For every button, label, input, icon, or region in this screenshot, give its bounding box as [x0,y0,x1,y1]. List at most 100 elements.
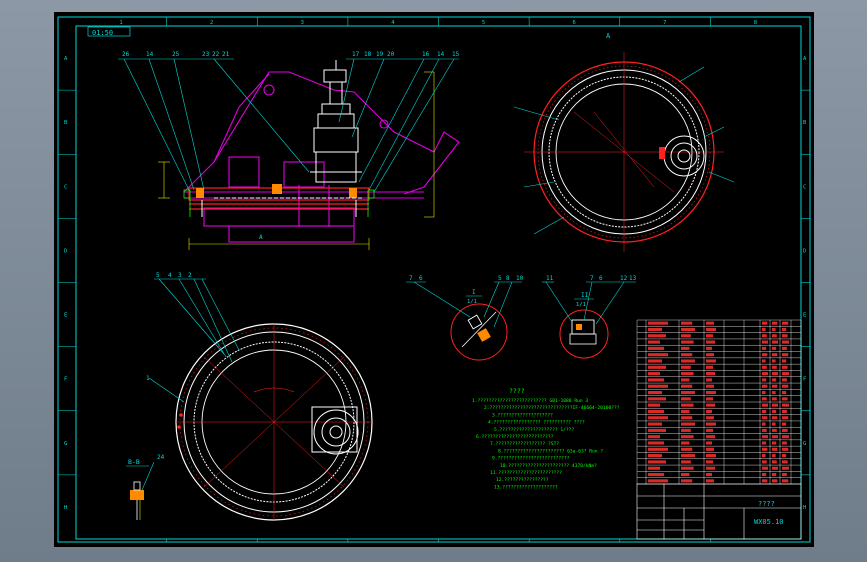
detail-ii-callout: 13 [629,275,637,282]
border-letter-right: C [803,184,806,190]
border-letter-right: H [803,505,806,511]
border-letter-left: E [64,313,67,319]
tech-notes-list: 1.????????????????????????? GB1-1088 Run… [472,398,620,490]
detail-ii-callout: 6 [599,275,603,282]
callout-top-label: 17 [352,51,360,58]
scale-label: 01:50 [92,29,113,37]
tech-note: 4.????????????????? ?????????? ???? [488,420,585,426]
section-b-b: B-B 24 [126,454,165,520]
border-letter-right: G [803,441,806,447]
parts-row [648,403,789,407]
plan-view-ring [148,278,373,521]
callout-bottom-label: 2 [188,272,192,279]
parts-row [648,353,789,357]
border-number-top: 5 [482,20,485,26]
parts-row [648,409,787,414]
view-a-label: A [606,32,611,40]
detail-i-callout: 10 [516,275,524,282]
parts-row [648,346,787,350]
view-a-ring-plan: A [513,32,735,252]
border-number-top: 6 [572,20,575,26]
detail-ii-callout: 7 [590,275,594,282]
callout-top-label: 15 [452,51,460,58]
callout-top-label: 16 [422,51,430,58]
border-number-top: 1 [119,20,122,26]
detail-i-scale: 1/1 [467,299,477,305]
callout-top-label: 20 [387,51,395,58]
tech-note: 11.??????????????????????? [490,470,562,476]
callout-top-label: 19 [376,51,384,58]
technical-requirements: ???? 1.????????????????????????? GB1-108… [472,387,620,490]
callout-top-label: 18 [364,51,372,58]
detail-i-label: I [472,289,476,296]
tech-title: ???? [509,387,525,395]
border-letter-left: D [64,248,67,254]
parts-row [648,334,788,338]
border-letter-right: F [803,377,806,383]
border-number-top: 7 [663,20,666,26]
border-letter-left: C [64,184,67,190]
parts-row [648,479,789,483]
parts-row [648,378,787,382]
border-letter-left: B [64,120,68,126]
border-letter-right: D [803,248,806,254]
detail-i-callout: 6 [419,275,423,282]
parts-row [648,321,789,325]
tech-note: 10.?????????????????????? 4370/kNm? [500,463,597,469]
callout-top-label: 14 [146,51,154,58]
section-mark-a: A [259,234,263,241]
callout-top-label: 22 [212,51,220,58]
tech-note: 13.???????????????????? [494,484,558,490]
scale-label-box: 01:50 [87,26,131,37]
tech-note: 12.???????????????? [496,477,549,483]
parts-row [648,435,789,439]
tech-note: 1.????????????????????????? GB1-1088 Run… [472,398,588,404]
callout-top-label: 25 [172,51,180,58]
callout-section: 24 [157,454,165,461]
detail-ii-callout: 11 [546,275,554,282]
callout-top-label: 21 [222,51,230,58]
section-label: B-B [128,458,140,466]
border-letter-left: A [64,56,68,62]
parts-row [648,428,788,432]
parts-row [648,390,787,395]
callout-bottom-label: 5 [156,272,160,279]
border-letter-left: G [64,441,67,447]
parts-row [648,472,787,477]
parts-row [648,441,787,445]
callout-top-label: 14 [437,51,445,58]
tech-note: 6.?????????????????????????? [476,434,554,440]
callout-bottom-label: 4 [168,272,172,279]
parts-row [648,397,788,401]
border-number-top: 2 [210,20,213,26]
border-letter-right: B [803,120,807,126]
detail-i-callout: 8 [506,275,510,282]
tech-note: 5.????????????????????? 1/??? [494,427,574,433]
border-number-top: 8 [754,20,757,26]
tech-note: 3.???????????????????? [492,412,553,418]
parts-list-table [636,319,802,485]
detail-ii: II 1/1 [545,281,625,359]
callout-bottom-label: 3 [178,272,182,279]
tech-note: 8.?????????????????????? 63a-63? Run ? [498,448,603,454]
drawing-title: ???? [758,500,775,508]
tech-note: 7.?????????????????? ?ST? [490,441,559,447]
detail-ii-label: II [581,292,589,299]
detail-i: I 1/1 [413,281,513,361]
parts-row [648,372,789,376]
border-number-top: 3 [301,20,304,26]
parts-row [648,365,788,369]
border-letter-left: H [64,505,67,511]
border-letter-right: A [803,56,807,62]
parts-row [648,447,789,451]
parts-row [648,454,787,458]
parts-row [648,422,787,426]
parts-row [648,340,789,344]
main-elevation-view [123,58,460,250]
